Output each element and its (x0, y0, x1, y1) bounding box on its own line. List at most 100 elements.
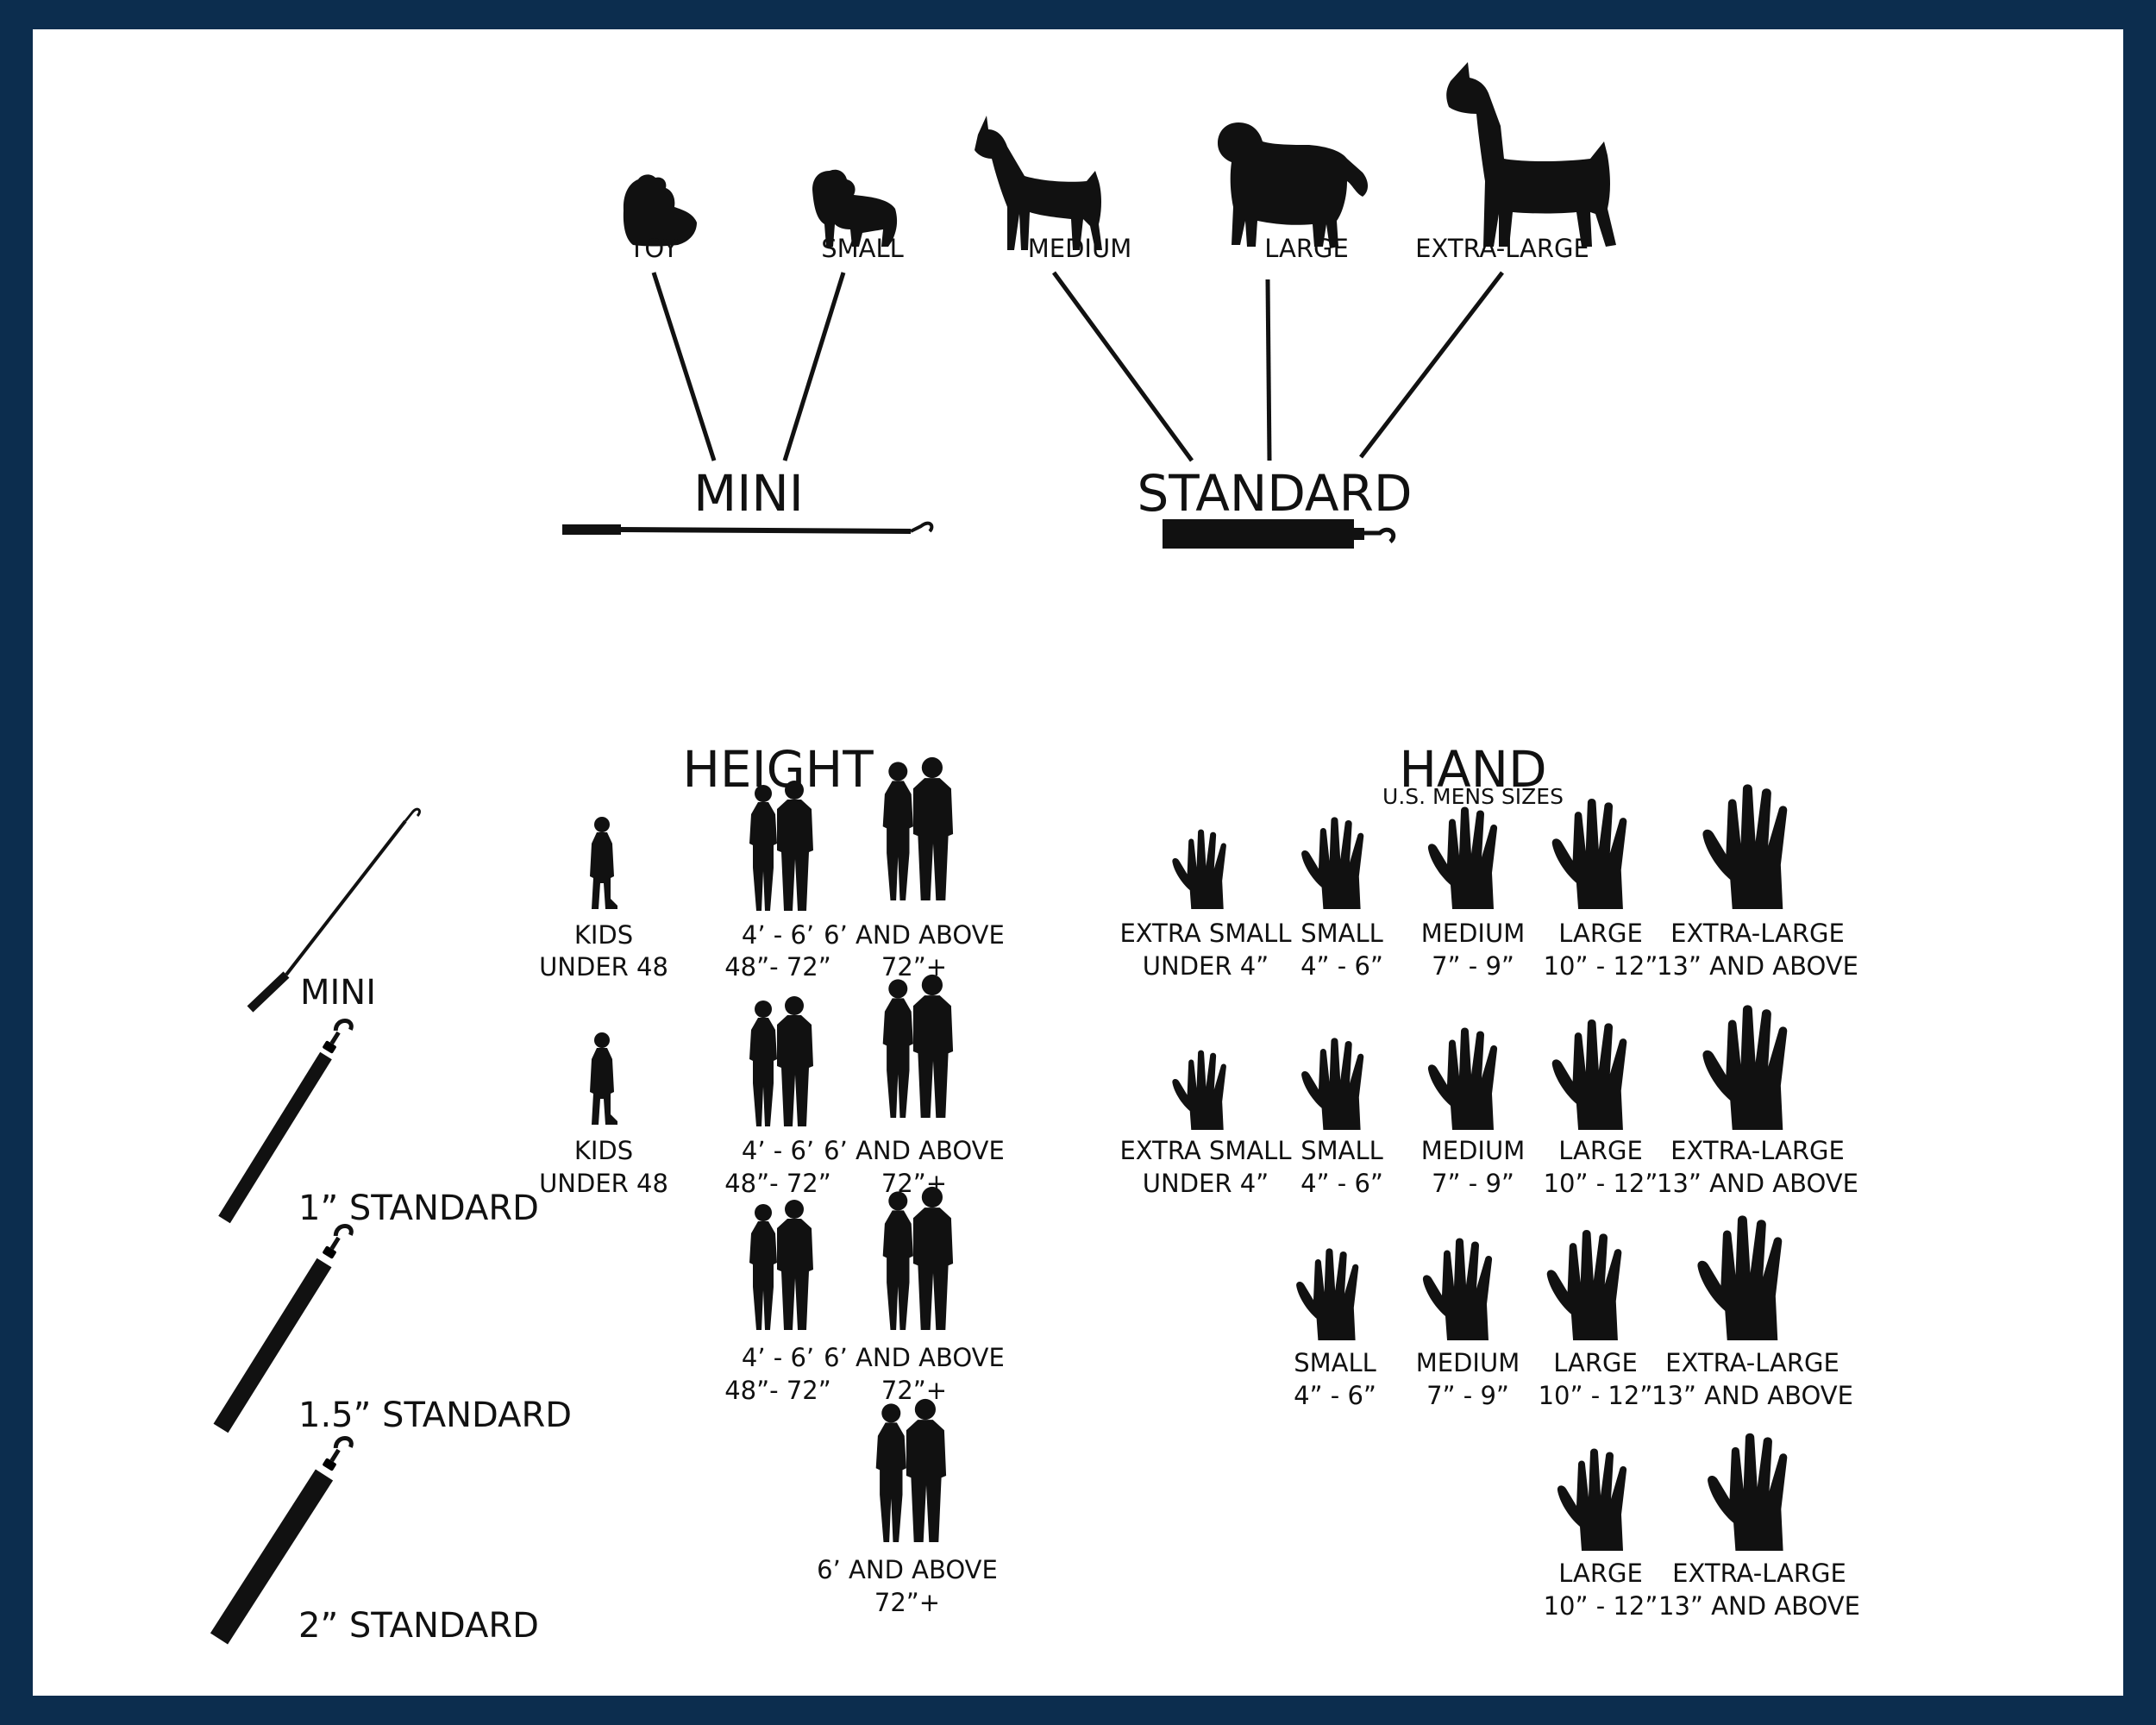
hand-l-range: 10” - 12” (1539, 1381, 1653, 1410)
hand-xl-range: 13” AND ABOVE (1657, 951, 1858, 981)
hand-xs-range: UNDER 4” (1143, 1169, 1269, 1198)
hand-m-range: 7” - 9” (1432, 951, 1514, 981)
hand-s-range: 4” - 6” (1300, 1169, 1383, 1198)
hand-xs-label: EXTRA SMALL (1119, 919, 1291, 948)
leash-1in-standard-icon (218, 1017, 354, 1224)
height-kids-range: UNDER 48 (539, 1169, 668, 1198)
hand-extra-large-icon (1702, 784, 1788, 909)
hand-l-range: 10” - 12” (1544, 1591, 1658, 1621)
leash-2in-standard-icon (210, 1434, 354, 1645)
connector-lines (651, 271, 1504, 462)
hand-s-label: SMALL (1300, 1136, 1383, 1165)
hand-large-icon (1551, 1019, 1627, 1130)
hand-m-label: MEDIUM (1421, 919, 1525, 948)
hand-subtitle: U.S. MENS SIZES (1382, 784, 1564, 809)
leash-label-2in-standard: 2” STANDARD (298, 1606, 539, 1646)
height-tall-icon (876, 1399, 946, 1542)
hand-l-range: 10” - 12” (1544, 1169, 1658, 1198)
hand-xl-label: EXTRA-LARGE (1670, 1136, 1845, 1165)
hand-extra-large-icon (1697, 1215, 1783, 1340)
height-mid-range: 48”- 72” (724, 1376, 831, 1405)
height-mid-label: 4’ - 6’ (742, 920, 814, 950)
height-kids-label: KIDS (574, 920, 633, 950)
hand-xl-label: EXTRA-LARGE (1670, 919, 1845, 948)
hand-xl-range: 13” AND ABOVE (1657, 1169, 1858, 1198)
dog-medium-icon (975, 116, 1102, 250)
hand-large-icon (1546, 1230, 1622, 1340)
group-title-standard: STANDARD (1137, 464, 1412, 523)
hand-xl-label: EXTRA-LARGE (1665, 1348, 1839, 1377)
height-tall-label: 6’ AND ABOVE (824, 1136, 1005, 1165)
hand-extra-small-icon (1172, 1050, 1226, 1130)
height-tall-label: 6’ AND ABOVE (824, 920, 1005, 950)
hand-extra-large-icon (1708, 1433, 1788, 1551)
height-tall-range: 72”+ (881, 1376, 947, 1405)
hand-l-label: LARGE (1558, 1136, 1643, 1165)
hand-m-range: 7” - 9” (1432, 1169, 1514, 1198)
hand-l-range: 10” - 12” (1544, 951, 1658, 981)
dog-extra-large-icon (1446, 62, 1616, 247)
dog-label-toy: TOY (629, 234, 679, 263)
hand-title: HAND (1399, 740, 1546, 799)
height-mid-range: 48”- 72” (724, 952, 831, 982)
hand-medium-icon (1427, 1027, 1498, 1130)
hand-extra-large-icon (1702, 1005, 1788, 1130)
height-kids-icon (590, 1032, 617, 1125)
height-mid-label: 4’ - 6’ (742, 1343, 814, 1372)
leash-label-1in-standard: 1” STANDARD (298, 1189, 539, 1228)
hand-m-label: MEDIUM (1416, 1348, 1520, 1377)
hand-s-label: SMALL (1294, 1348, 1376, 1377)
hand-small-icon (1296, 1248, 1359, 1340)
hand-xl-range: 13” AND ABOVE (1658, 1591, 1860, 1621)
hand-small-icon (1301, 1038, 1364, 1130)
hand-large-icon (1551, 799, 1627, 909)
standard-leash-icon (1163, 519, 1396, 549)
dog-label-extra-large: EXTRA-LARGE (1415, 234, 1589, 263)
height-tall-icon (883, 757, 953, 900)
height-mid-icon (749, 781, 813, 911)
height-mid-range: 48”- 72” (724, 1169, 831, 1198)
hand-xl-range: 13” AND ABOVE (1651, 1381, 1853, 1410)
height-tall-label: 6’ AND ABOVE (817, 1555, 998, 1584)
leash-label-mini: MINI (300, 973, 376, 1013)
dog-large-icon (1218, 122, 1368, 248)
height-title: HEIGHT (682, 740, 874, 799)
hand-s-range: 4” - 6” (1294, 1381, 1376, 1410)
dog-label-large: LARGE (1264, 234, 1349, 263)
hand-large-icon (1557, 1448, 1627, 1551)
hand-xs-range: UNDER 4” (1143, 951, 1269, 981)
hand-m-label: MEDIUM (1421, 1136, 1525, 1165)
height-kids-icon (590, 817, 617, 909)
hand-xs-label: EXTRA SMALL (1119, 1136, 1291, 1165)
dog-label-medium: MEDIUM (1028, 234, 1131, 263)
height-mid-label: 4’ - 6’ (742, 1136, 814, 1165)
size-guide-diagram: TOY SMALL MEDIUM LARGE EXTRA-LARGE MINI … (210, 62, 1860, 1646)
hand-m-range: 7” - 9” (1426, 1381, 1509, 1410)
hand-l-label: LARGE (1558, 919, 1643, 948)
hand-medium-icon (1422, 1238, 1493, 1340)
leash-1-5in-standard-icon (213, 1222, 354, 1433)
height-mid-icon (749, 996, 813, 1126)
height-kids-label: KIDS (574, 1136, 633, 1165)
height-tall-icon (883, 975, 953, 1118)
height-mid-icon (749, 1200, 813, 1330)
dog-toy-icon (623, 174, 697, 247)
hand-s-range: 4” - 6” (1300, 951, 1383, 981)
height-tall-icon (883, 1187, 953, 1330)
hand-s-label: SMALL (1300, 919, 1383, 948)
hand-l-label: LARGE (1558, 1559, 1643, 1588)
height-tall-label: 6’ AND ABOVE (824, 1343, 1005, 1372)
dog-small-icon (812, 169, 898, 247)
hand-medium-icon (1427, 806, 1498, 909)
size-guide-panel: TOY SMALL MEDIUM LARGE EXTRA-LARGE MINI … (33, 29, 2123, 1696)
dog-label-small: SMALL (821, 234, 904, 263)
height-kids-range: UNDER 48 (539, 952, 668, 982)
leash-mini-icon (247, 807, 421, 1013)
group-title-mini: MINI (693, 464, 804, 523)
mini-leash-icon (562, 521, 934, 535)
hand-extra-small-icon (1172, 829, 1226, 909)
hand-l-label: LARGE (1553, 1348, 1638, 1377)
hand-xl-label: EXTRA-LARGE (1672, 1559, 1846, 1588)
hand-small-icon (1301, 817, 1364, 909)
leash-label-1-5in-standard: 1.5” STANDARD (298, 1396, 572, 1435)
